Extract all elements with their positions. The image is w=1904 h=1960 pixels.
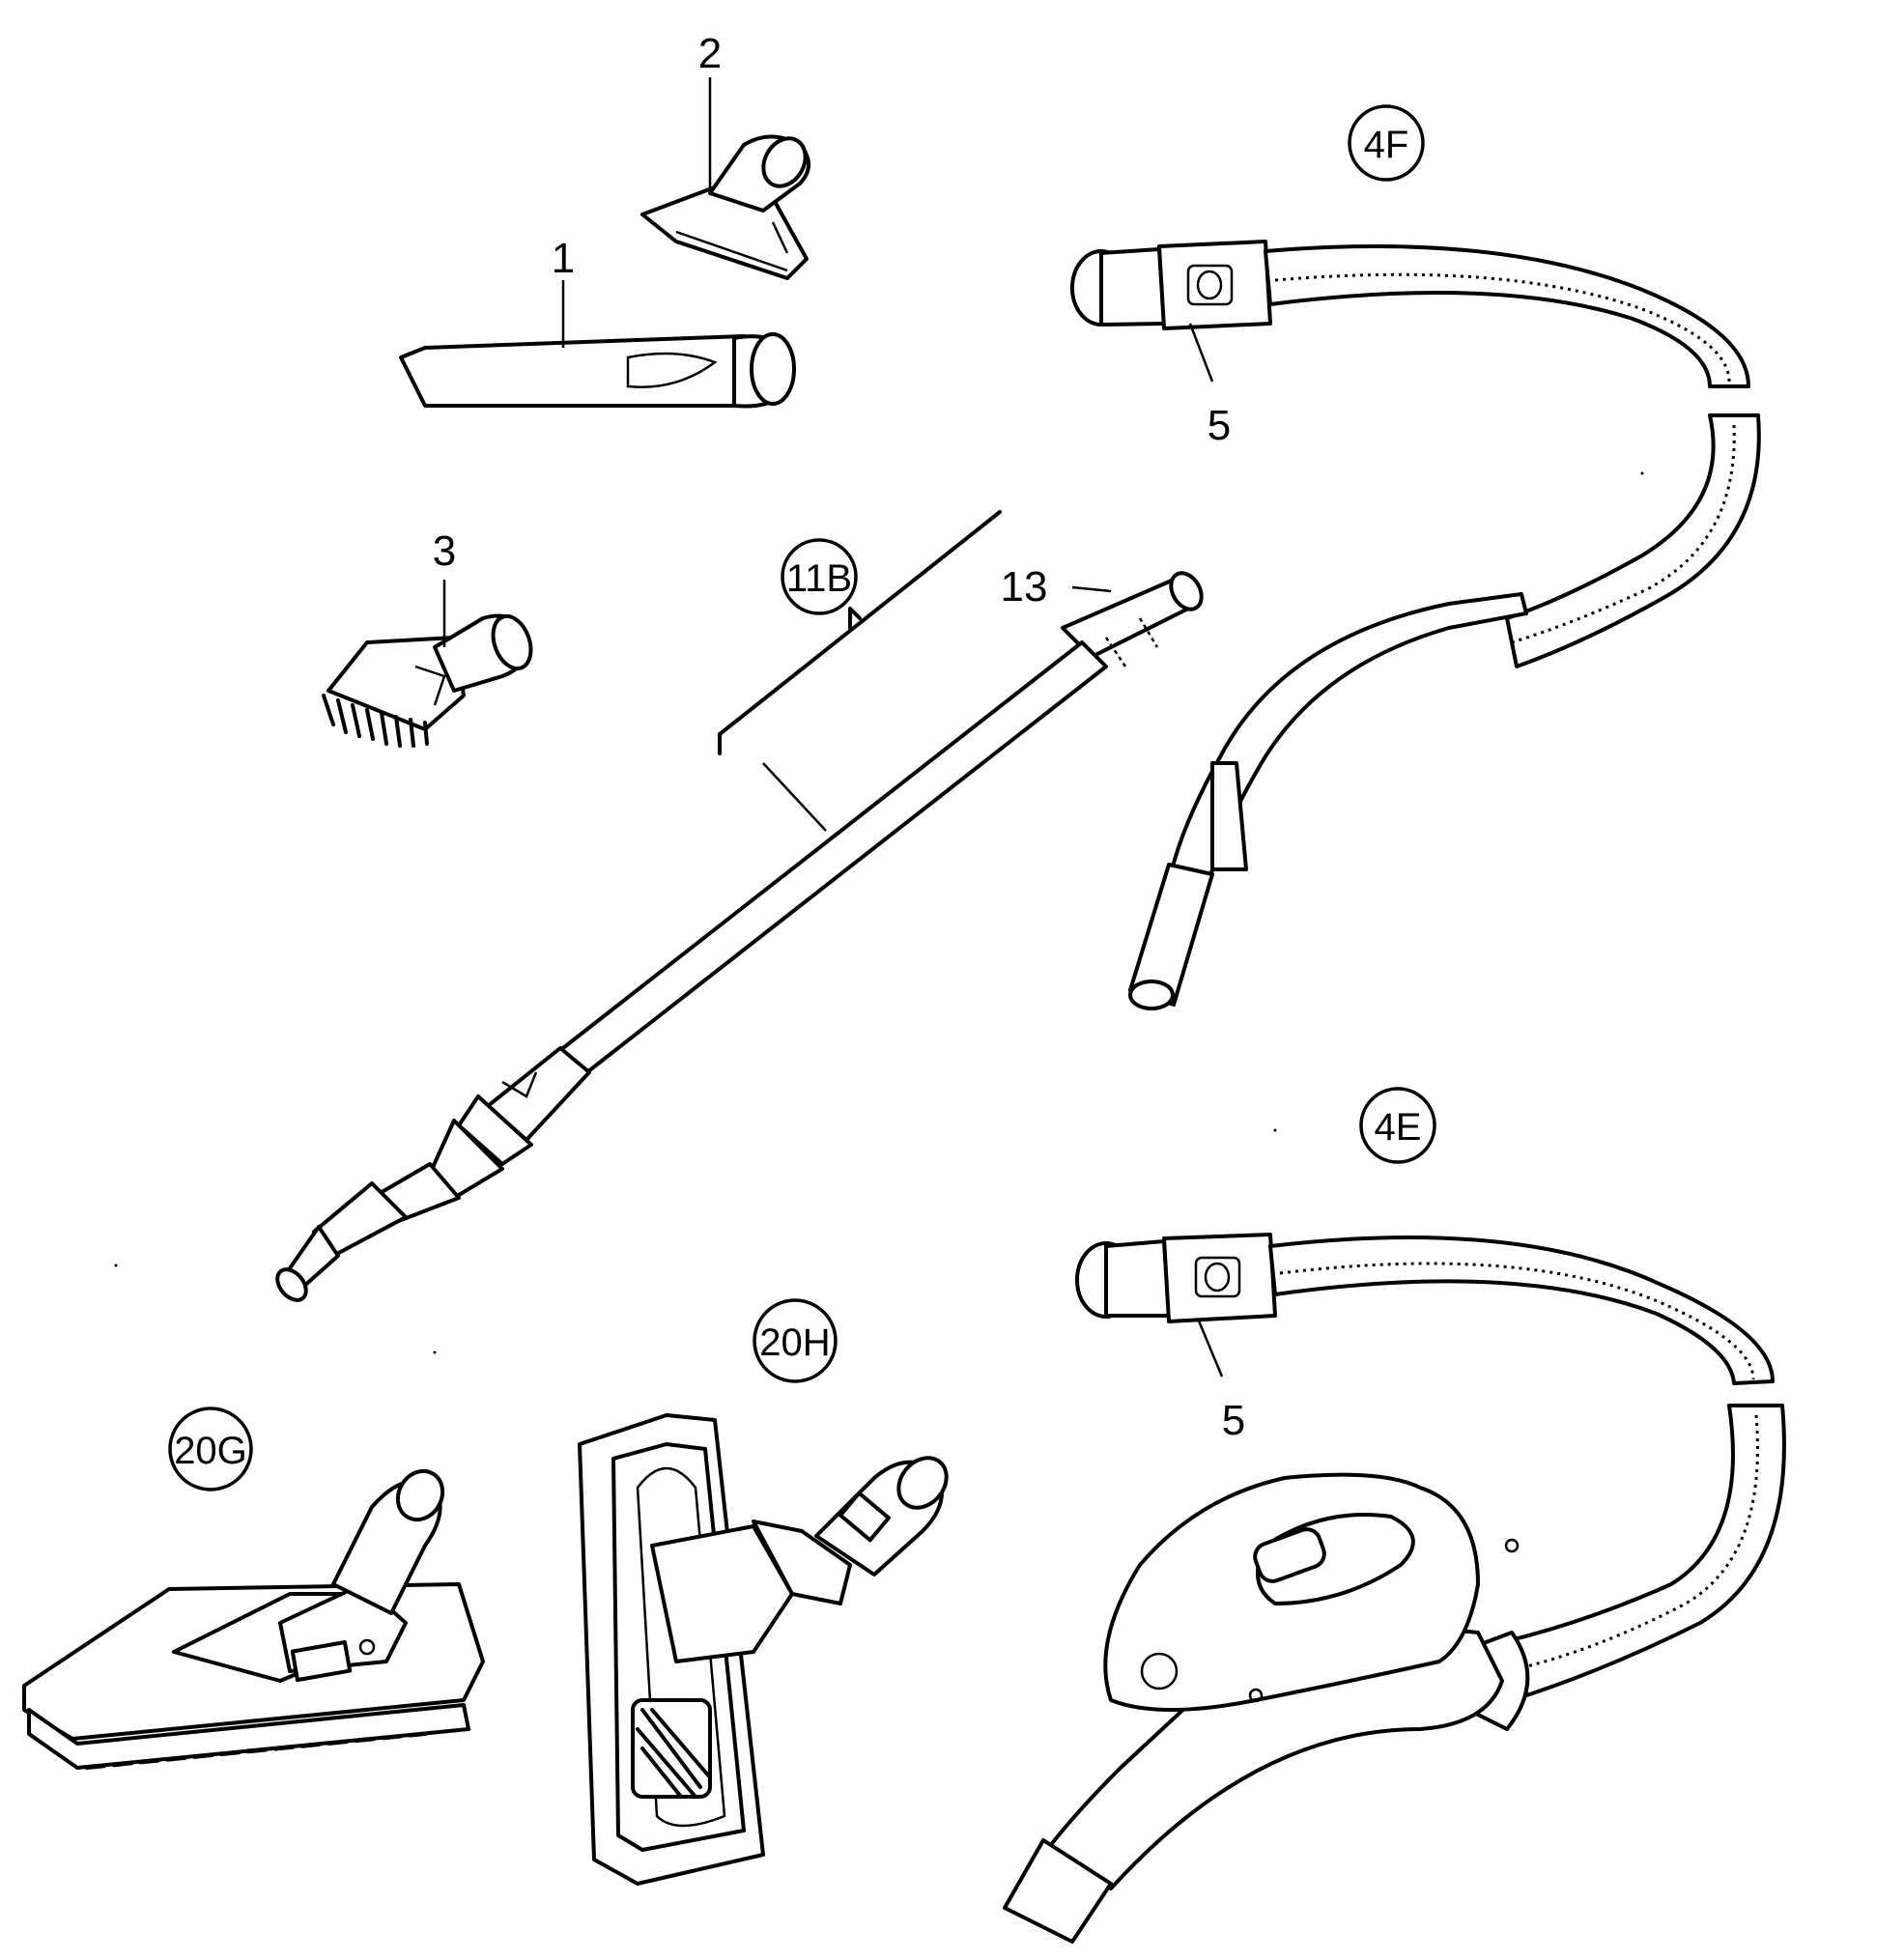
callout-label: 4E — [1375, 1106, 1422, 1149]
callout-part-4e: 4E — [1359, 1087, 1436, 1164]
callout-part-11b: 11B — [781, 538, 858, 615]
callout-part-2: 2 — [698, 30, 722, 193]
callout-label: 20H — [759, 1321, 830, 1364]
floor-nozzle-20g — [22, 1468, 485, 1770]
callout-label: 5 — [1222, 1397, 1245, 1444]
dusting-brush — [322, 613, 533, 748]
upholstery-nozzle — [640, 134, 810, 280]
callout-part-13: 13 — [1001, 563, 1112, 611]
crevice-tool — [399, 332, 796, 409]
callout-part-20h: 20H — [753, 1298, 838, 1383]
callout-label: 3 — [433, 527, 456, 575]
callout-part-4f: 4F — [1348, 104, 1425, 182]
callout-part-3: 3 — [433, 527, 456, 647]
callout-label: 13 — [1001, 563, 1048, 611]
hose-4f — [1070, 240, 1761, 1010]
callout-part-4e-5: 5 — [1196, 1318, 1245, 1444]
callout-label: 5 — [1208, 402, 1231, 449]
callout-label: 20G — [174, 1430, 247, 1472]
callout-label: 4F — [1364, 124, 1409, 166]
telescopic-tube — [275, 510, 1204, 1302]
floor-nozzle-20h — [578, 1413, 949, 1886]
callout-part-1: 1 — [552, 235, 575, 348]
callout-part-4f-5: 5 — [1188, 323, 1231, 449]
hose-4e — [1003, 1233, 1786, 1944]
callout-label: 11B — [786, 557, 852, 600]
callout-label: 1 — [552, 235, 575, 282]
callout-part-20g: 20G — [168, 1406, 253, 1491]
callout-label: 2 — [698, 30, 722, 77]
